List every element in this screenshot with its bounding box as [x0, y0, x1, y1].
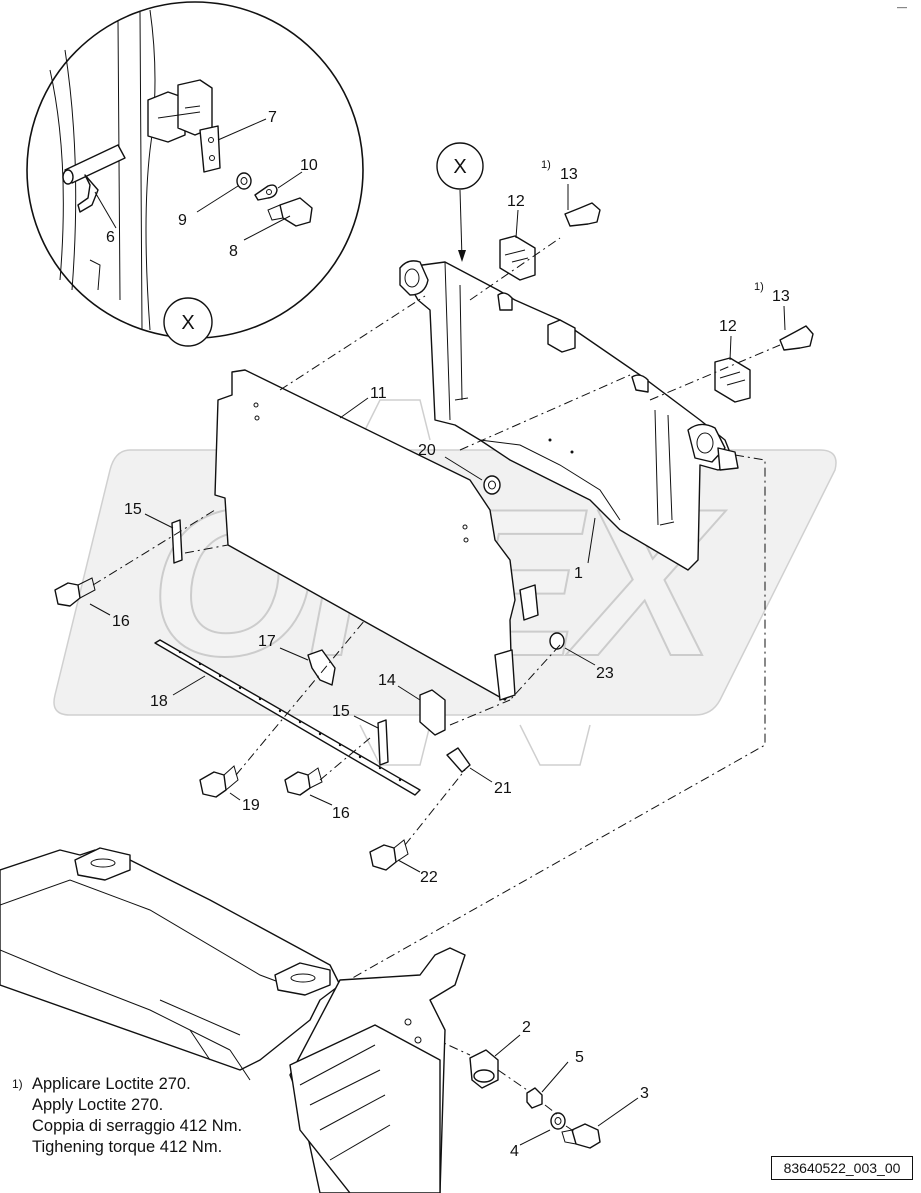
drawing-code: 83640522_003_00: [771, 1156, 913, 1180]
bolt-22: [369, 844, 397, 871]
callout-15b: 15: [332, 703, 350, 720]
callout-3: 3: [640, 1085, 649, 1102]
callout-8: 8: [229, 243, 238, 260]
bolt-3: [571, 1123, 601, 1149]
frame-part-1: [399, 260, 739, 571]
note-line: Applicare Loctite 270.: [32, 1075, 191, 1093]
note-line: Tighening torque 412 Nm.: [32, 1138, 223, 1156]
callout-14: 14: [378, 672, 396, 689]
callout-21: 21: [494, 780, 512, 797]
bolt-13a: [564, 202, 601, 227]
chassis-assembly: [0, 847, 466, 1193]
bolt-19: [199, 771, 227, 798]
nipple-5: [526, 1087, 543, 1109]
callout-23: 23: [596, 665, 614, 682]
bolt-13b: [779, 325, 814, 351]
clip-15a: [171, 519, 183, 564]
callout-4: 4: [510, 1143, 519, 1160]
bracket-12a: [499, 235, 536, 281]
detail-ref-marker: [436, 142, 484, 190]
callout-15a: 15: [124, 501, 142, 518]
corner-mark: ‒‒: [897, 2, 908, 12]
note-marker: 1): [12, 1077, 23, 1091]
detail-view-label: X: [181, 312, 194, 334]
detail-view-marker: [163, 297, 213, 347]
callout-20: 20: [418, 442, 436, 459]
callout-16b: 16: [332, 805, 350, 822]
bolt-16b: [284, 771, 311, 796]
notes-block: 1) Applicare Loctite 270. Apply Loctite 2…: [12, 1074, 242, 1158]
bolt-16a: [54, 582, 81, 607]
bushing-23: [549, 632, 565, 650]
note-line: Apply Loctite 270.: [32, 1096, 164, 1114]
clip-21: [446, 747, 471, 773]
callout-22: 22: [420, 869, 438, 886]
callout-17: 17: [258, 633, 276, 650]
callout-13a-note-ref: 1): [541, 159, 551, 171]
callout-5: 5: [575, 1049, 584, 1066]
callout-1: 1: [574, 565, 583, 582]
callout-13a: 13: [560, 166, 578, 183]
latch-14: [419, 689, 446, 736]
callout-9: 9: [178, 212, 187, 229]
detail-view-x: [26, 1, 364, 339]
washer-4: [550, 1112, 566, 1130]
callout-13b-note-ref: 1): [754, 281, 764, 293]
callout-16a: 16: [112, 613, 130, 630]
leader-lines: [89, 118, 786, 1146]
clip-15b: [377, 719, 389, 766]
callout-7: 7: [268, 109, 277, 126]
callout-12b: 12: [719, 318, 737, 335]
callout-6: 6: [106, 229, 115, 246]
callout-10: 10: [300, 157, 318, 174]
detail-ref-label: X: [453, 156, 466, 178]
callout-2: 2: [522, 1019, 531, 1036]
callout-13b: 13: [772, 288, 790, 305]
bushing-20: [483, 475, 501, 495]
callout-19: 19: [242, 797, 260, 814]
callout-12a: 12: [507, 193, 525, 210]
strip-18: [154, 639, 421, 796]
callout-11: 11: [370, 385, 387, 402]
wedge-17: [307, 649, 336, 686]
callout-18: 18: [150, 693, 168, 710]
callout-labels: 1 2 3 4 5 6 7 8 9 10 11 12 12 1) 13 1) 1…: [106, 109, 790, 1160]
note-line: Coppia di serraggio 412 Nm.: [32, 1117, 243, 1135]
